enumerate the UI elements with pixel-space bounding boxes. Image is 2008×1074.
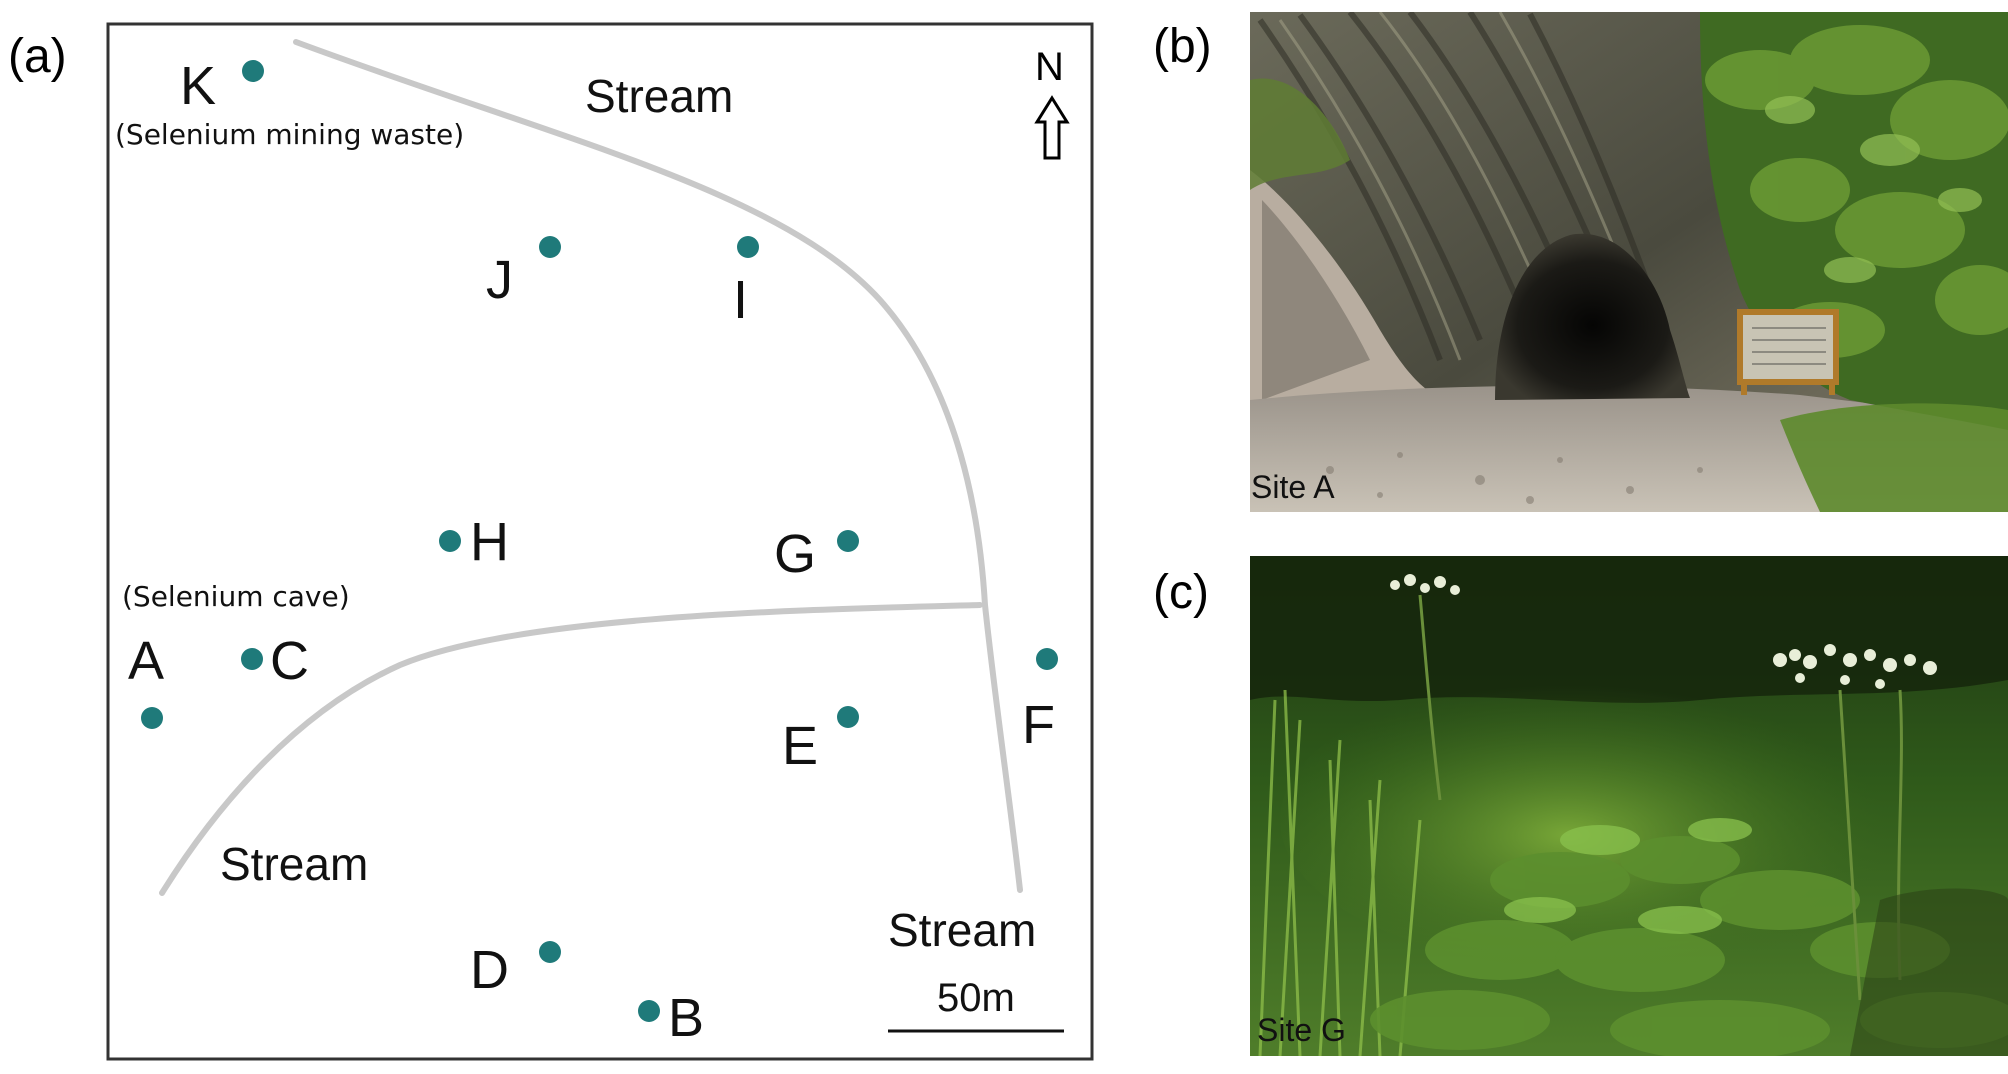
site-dot-d [539,941,561,963]
stream-label-southwest: Stream [220,838,368,890]
site-dot-g [837,530,859,552]
site-label-i: I [733,270,748,330]
note-mining-waste: (Selenium mining waste) [115,118,464,151]
north-arrow-icon [1034,95,1070,160]
site-label-k: K [180,56,216,116]
signboard [1737,309,1839,395]
stream-label-southeast: Stream [888,904,1036,956]
site-dot-k [242,60,264,82]
stream-main [293,39,1023,893]
site-dot-h [439,530,461,552]
photo-site-a [1250,12,2008,512]
photo-caption-site-a: Site A [1251,469,1335,505]
site-label-c: C [270,631,309,691]
site-label-d: D [470,940,509,1000]
site-label-f: F [1022,695,1055,755]
north-label: N [1035,45,1064,89]
site-label-g: G [774,524,816,584]
note-selenium-cave: (Selenium cave) [122,580,350,613]
site-dot-j [539,236,561,258]
panel-a-label: (a) [8,30,67,83]
panel-c-label: (c) [1153,566,1209,619]
stream-branch [159,602,983,896]
site-dot-i [737,236,759,258]
site-label-b: B [668,988,704,1048]
panel-b-label: (b) [1153,20,1212,73]
photo-caption-site-g: Site G [1257,1012,1346,1048]
site-dot-c [241,648,263,670]
site-dot-a [141,707,163,729]
site-dot-f [1036,648,1058,670]
site-label-h: H [470,512,509,572]
site-label-j: J [486,250,513,310]
map-frame [106,22,1094,1061]
scale-label: 50m [937,976,1015,1020]
site-dot-e [837,706,859,728]
photo-site-g [1250,556,2008,1056]
stream-label-north: Stream [585,70,733,122]
site-label-a: A [128,631,164,691]
site-label-e: E [782,716,818,776]
site-dot-b [638,1000,660,1022]
